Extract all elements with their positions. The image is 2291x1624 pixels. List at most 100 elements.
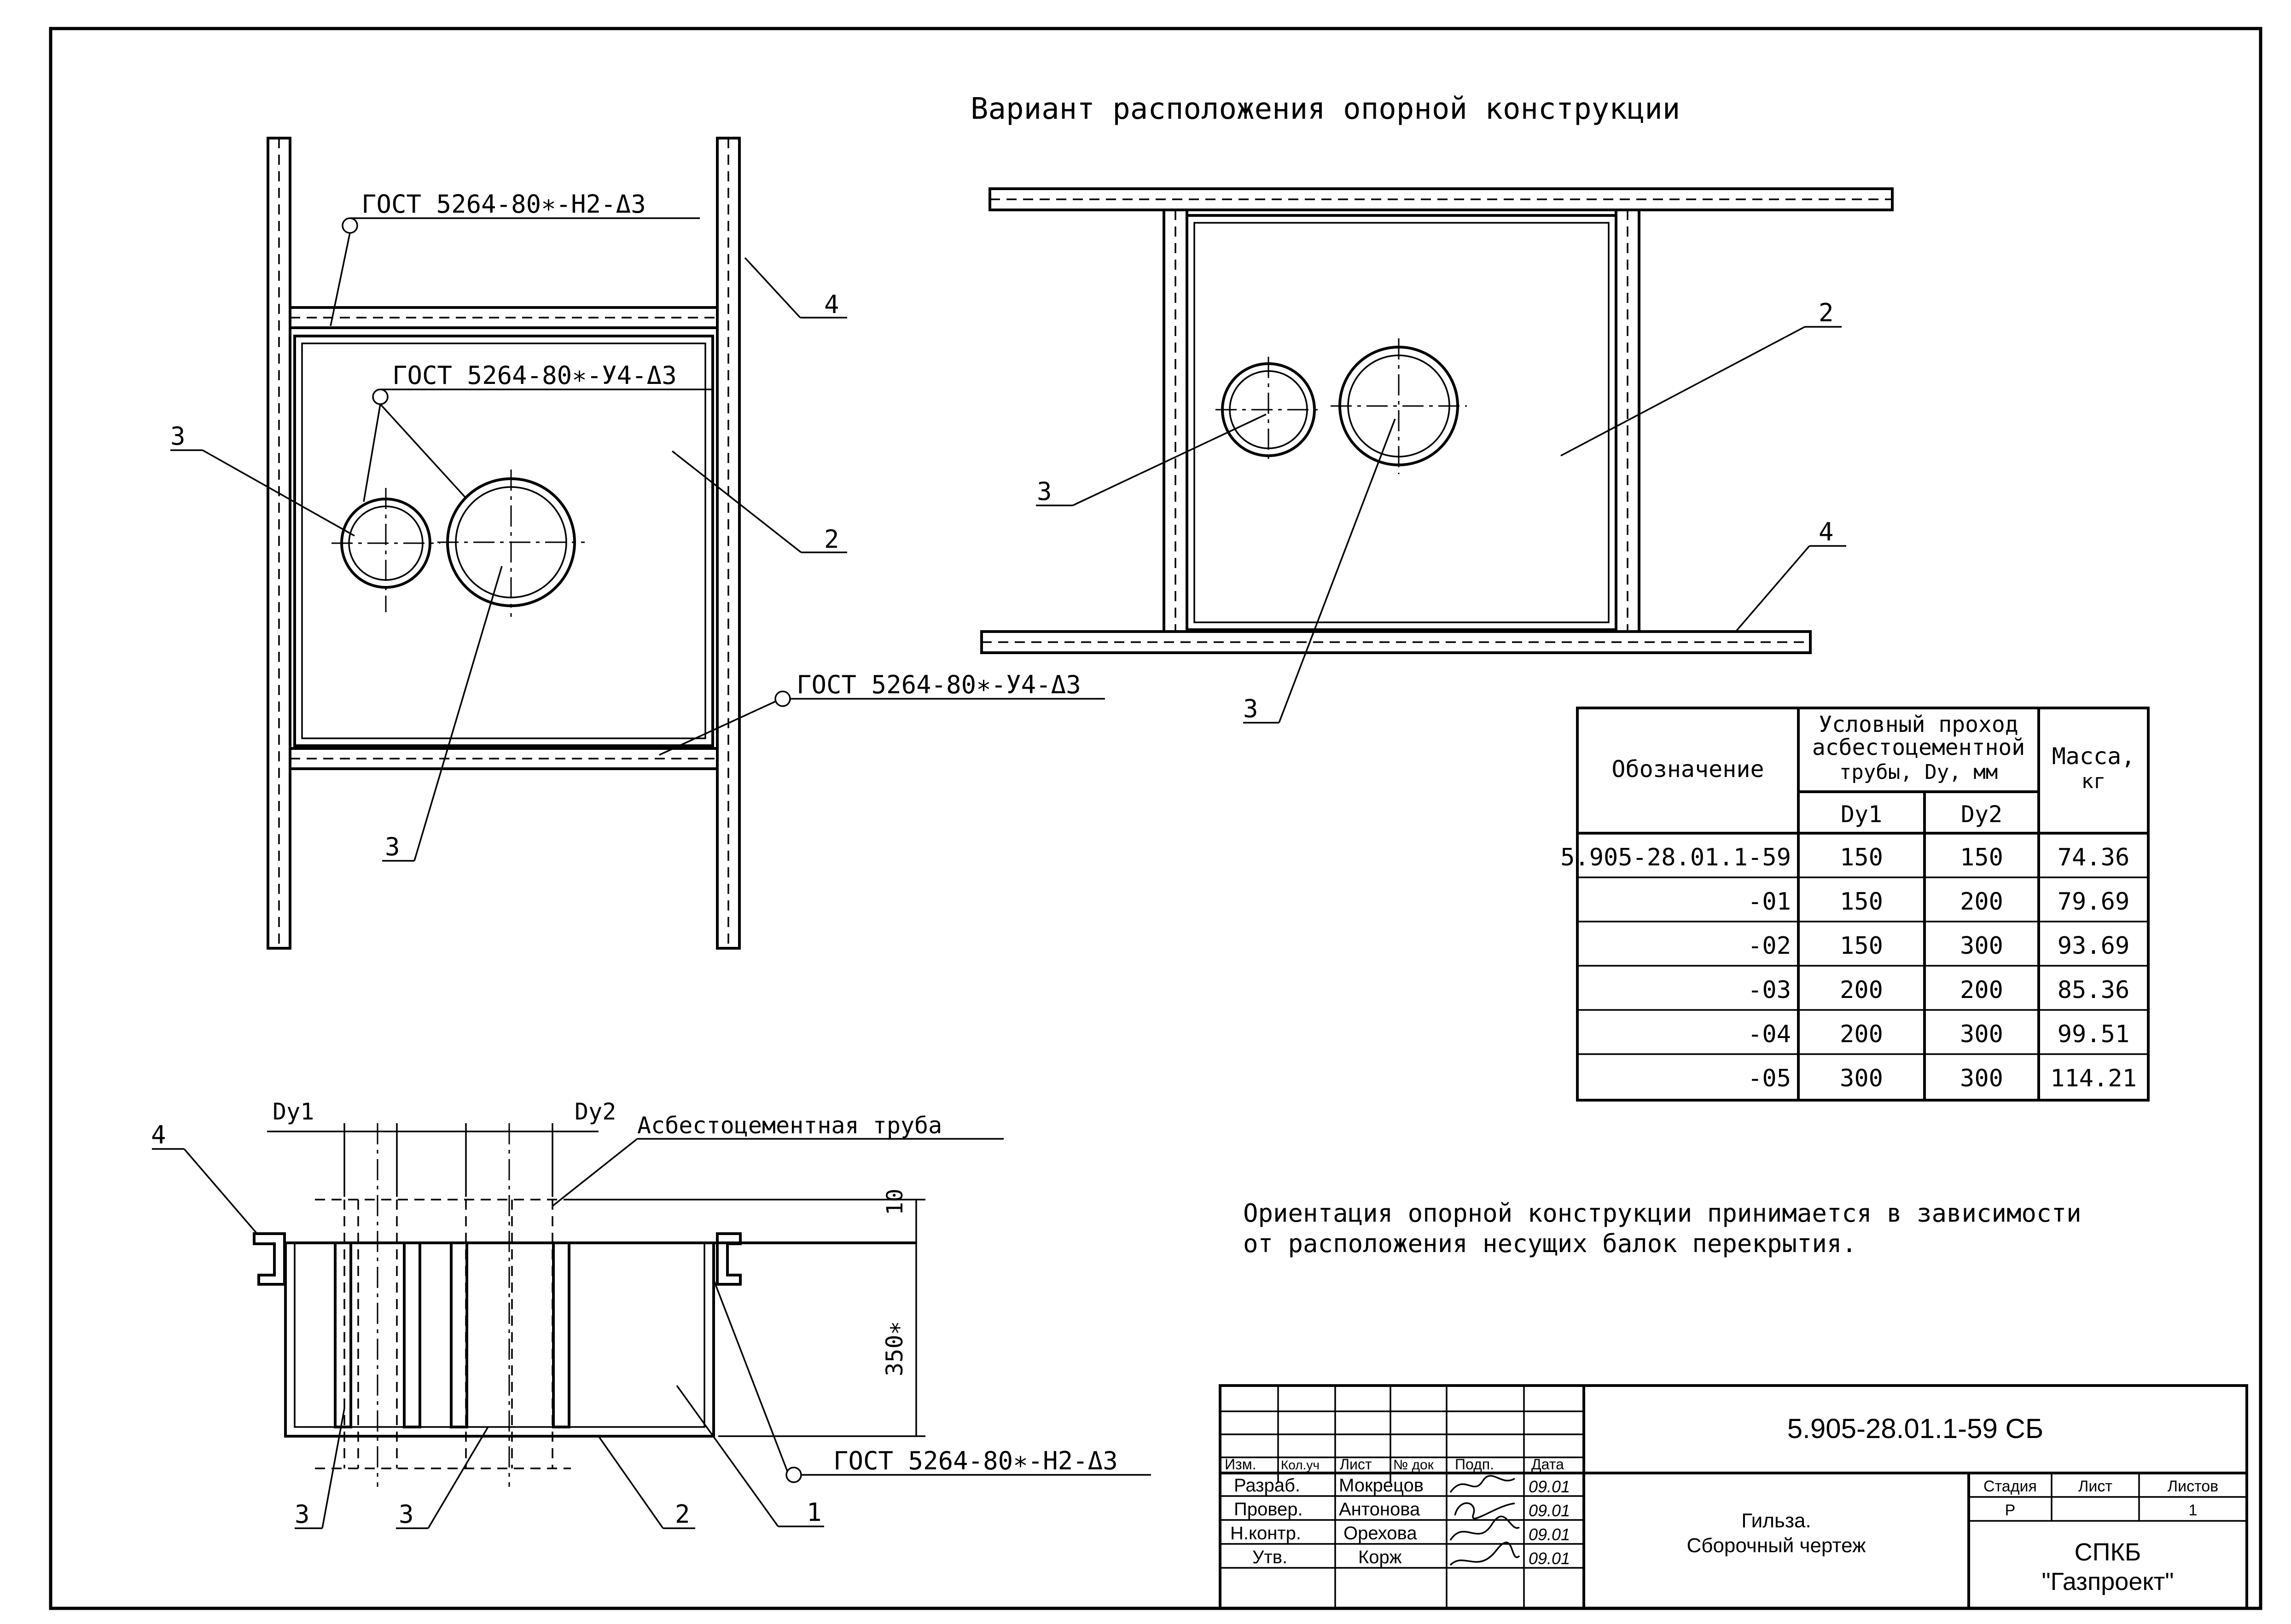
plan-callout-4: 4 — [824, 290, 839, 319]
alt-callout-3-left: 3 — [1037, 477, 1052, 506]
cell-designation: -02 — [1748, 932, 1791, 960]
alt-main-plate — [1186, 214, 1617, 631]
name-nkontr: Орехова — [1343, 1523, 1417, 1543]
cell-designation: -03 — [1748, 976, 1791, 1004]
section-sleeve-1b — [403, 1241, 421, 1428]
org-line2: "Газпроект" — [2041, 1568, 2174, 1595]
weld-label-u4-upper: ГОСТ 5264-80∗-У4-Δ3 — [392, 361, 677, 390]
signature-nkontr — [1449, 1515, 1520, 1541]
cell-dy1: 150 — [1840, 932, 1883, 960]
plan-top-plate — [289, 306, 719, 329]
section-beam-right — [716, 1232, 742, 1286]
cell-dy2: 150 — [1960, 844, 2003, 871]
cell-mass: 79.69 — [2058, 888, 2130, 916]
note-line-1: Ориентация опорной конструкции принимает… — [1243, 1199, 2082, 1228]
alt-callout-4: 4 — [1819, 517, 1834, 546]
col-koluch: Кол.уч — [1281, 1458, 1320, 1472]
signature-utv — [1449, 1542, 1520, 1566]
plan-callout-3-left: 3 — [170, 422, 186, 451]
item-name-line2: Сборочный чертеж — [1686, 1534, 1866, 1557]
sheets-value: 1 — [2189, 1502, 2198, 1519]
section-callout-3b: 3 — [399, 1500, 414, 1529]
header-mass-line1: Масса, — [2052, 743, 2135, 770]
alt-callout-2: 2 — [1819, 298, 1834, 327]
plan-callout-2: 2 — [824, 525, 839, 554]
plan-view: ГОСТ 5264-80∗-Н2-Δ3 ГОСТ 5264-80∗-У4-Δ3 … — [170, 137, 1105, 950]
weld-label-u4-lower: ГОСТ 5264-80∗-У4-Δ3 — [797, 670, 1081, 699]
cell-mass: 93.69 — [2058, 932, 2130, 960]
cell-dy1: 150 — [1840, 844, 1883, 871]
role-razrab: Разраб. — [1234, 1475, 1300, 1496]
header-dy2: Dу2 — [1961, 801, 2002, 828]
section-sleeve-1a — [334, 1241, 352, 1428]
alternative-view: 2 3 4 3 — [980, 187, 1894, 724]
cell-dy1: 150 — [1840, 888, 1883, 916]
stage-value: Р — [2005, 1502, 2016, 1519]
section-sleeve-2a — [450, 1241, 468, 1428]
cell-dy1: 300 — [1840, 1065, 1883, 1092]
header-nominal-line1: Условный проход — [1819, 712, 2018, 737]
section-callout-1: 1 — [807, 1498, 822, 1527]
cell-dy1: 200 — [1840, 976, 1883, 1004]
cell-designation: -05 — [1748, 1065, 1791, 1092]
plan-bottom-plate — [289, 747, 719, 770]
cell-dy2: 300 — [1960, 932, 2003, 960]
role-prover: Провер. — [1234, 1499, 1303, 1520]
cell-mass: 74.36 — [2058, 844, 2130, 871]
cell-dy1: 200 — [1840, 1021, 1883, 1048]
org-line1: СПКБ — [2075, 1538, 2141, 1566]
header-dy1: Dу1 — [1841, 801, 1882, 828]
variant-title: Вариант расположения опорной конструкции — [971, 92, 1680, 126]
title-block: 5.905-28.01.1-59 СБ Изм. Кол.уч Лист № д… — [1219, 1384, 2248, 1610]
sheet-label: Лист — [2078, 1478, 2112, 1495]
col-podp: Подп. — [1455, 1456, 1494, 1473]
name-utv: Корж — [1358, 1547, 1402, 1567]
cell-designation: -01 — [1748, 888, 1791, 916]
sheet-frame — [49, 27, 2262, 1610]
date-prover: 09.01 — [1529, 1501, 1570, 1520]
header-designation: Обозначение — [1611, 756, 1764, 783]
spec-table-rows: 5.905-28.01.1-59 150 150 74.36 -01 150 200 79.6… — [1560, 844, 2137, 1092]
section-callout-3a: 3 — [295, 1500, 310, 1529]
weld-label-section: ГОСТ 5264-80∗-Н2-Δ3 — [833, 1446, 1118, 1475]
header-nominal-line2: асбестоцементной — [1812, 735, 2025, 760]
section-dy1-label: Dу1 — [273, 1098, 314, 1125]
role-nkontr: Н.контр. — [1230, 1523, 1301, 1543]
cell-mass: 114.21 — [2050, 1065, 2137, 1092]
weld-label-top: ГОСТ 5264-80∗-Н2-Δ3 — [361, 190, 646, 219]
section-dim-10: 10 — [882, 1189, 908, 1215]
col-ndok: № док — [1393, 1457, 1434, 1473]
section-callout-2: 2 — [675, 1500, 690, 1529]
alt-callout-3-bottom: 3 — [1243, 694, 1258, 723]
role-utv: Утв. — [1252, 1547, 1287, 1567]
header-mass-line2: кг — [2082, 770, 2106, 793]
section-view: Dу1 Dу2 Асбестоцементная труба 10 350∗ Г… — [151, 1098, 1151, 1529]
section-beam-left — [253, 1232, 286, 1286]
signature-prover — [1454, 1502, 1515, 1520]
plan-callout-3-bottom: 3 — [385, 832, 400, 861]
date-nkontr: 09.01 — [1529, 1525, 1570, 1544]
cell-dy2: 200 — [1960, 888, 2003, 916]
signature-razrab — [1449, 1475, 1515, 1493]
cell-mass: 85.36 — [2058, 976, 2130, 1004]
header-nominal-line3: трубы, Dу, мм — [1839, 760, 1998, 784]
plan-main-plate — [293, 335, 714, 747]
cell-designation: 5.905-28.01.1-59 — [1560, 844, 1791, 871]
cell-mass: 99.51 — [2058, 1021, 2130, 1048]
sheets-label: Листов — [2168, 1478, 2218, 1495]
date-utv: 09.01 — [1529, 1549, 1570, 1568]
name-razrab: Мокрецов — [1339, 1475, 1424, 1496]
cell-dy2: 200 — [1960, 976, 2003, 1004]
spec-table: Обозначение Условный проход асбестоцемен… — [1560, 707, 2150, 1102]
note-line-2: от расположения несущих балок перекрытия… — [1243, 1229, 1857, 1258]
section-sleeve-2b — [552, 1241, 570, 1428]
section-callout-4: 4 — [151, 1120, 166, 1149]
cell-dy2: 300 — [1960, 1021, 2003, 1048]
col-izm: Изм. — [1225, 1456, 1256, 1473]
col-list: Лист — [1340, 1456, 1372, 1473]
name-prover: Антонова — [1339, 1499, 1420, 1520]
alt-post-left — [1163, 209, 1188, 633]
doc-code: 5.905-28.01.1-59 СБ — [1787, 1413, 2043, 1444]
section-dim-350: 350∗ — [881, 1321, 908, 1376]
